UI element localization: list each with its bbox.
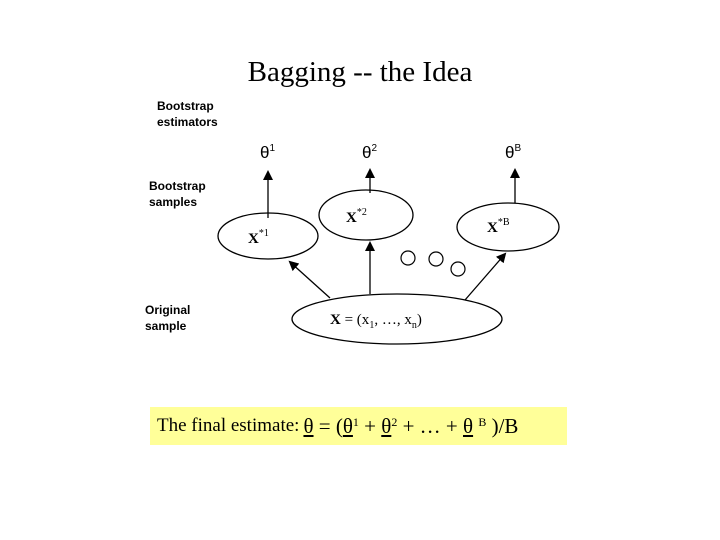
bootstrap-sample-2-ellipse [318, 189, 414, 241]
arrow-original-to-sample1 [288, 260, 331, 299]
label-bootstrap-samples-2: samples [149, 195, 197, 209]
label-bootstrap-estimators-2: estimators [157, 115, 218, 129]
original-sample-label: X = (x1, …, xn) [330, 312, 422, 331]
bootstrap-sample-b-ellipse [456, 202, 560, 252]
final-estimate-formula: θ = (θ1 + θ2 + … + θ B )/B [303, 413, 519, 438]
slide-title: Bagging -- the Idea [247, 56, 473, 88]
label-bootstrap-estimators-1: Bootstrap [157, 99, 214, 113]
ellipsis-dot-3 [450, 261, 466, 277]
bootstrap-sample-b-label: X*B [487, 217, 510, 236]
label-original-sample-2: sample [145, 319, 187, 333]
final-estimate-box: The final estimate: θ = (θ1 + θ2 + … + θ… [150, 407, 567, 445]
final-estimate-label: The final estimate: [157, 415, 300, 436]
arrow-original-to-sampleb [464, 252, 507, 301]
ellipsis-dot-2 [428, 251, 444, 267]
label-bootstrap-samples-1: Bootstrap [149, 179, 206, 193]
original-sample-ellipse [291, 293, 503, 345]
estimator-theta-b: θB [505, 143, 521, 162]
label-original-sample-1: Original [145, 303, 190, 317]
bootstrap-sample-1-ellipse [217, 212, 319, 260]
estimator-theta-2: θ2 [362, 143, 377, 162]
bootstrap-sample-1-label: X*1 [248, 228, 269, 247]
bootstrap-sample-2-label: X*2 [346, 207, 367, 226]
ellipsis-dot-1 [400, 250, 416, 266]
estimator-theta-1: θ1 [260, 143, 275, 162]
